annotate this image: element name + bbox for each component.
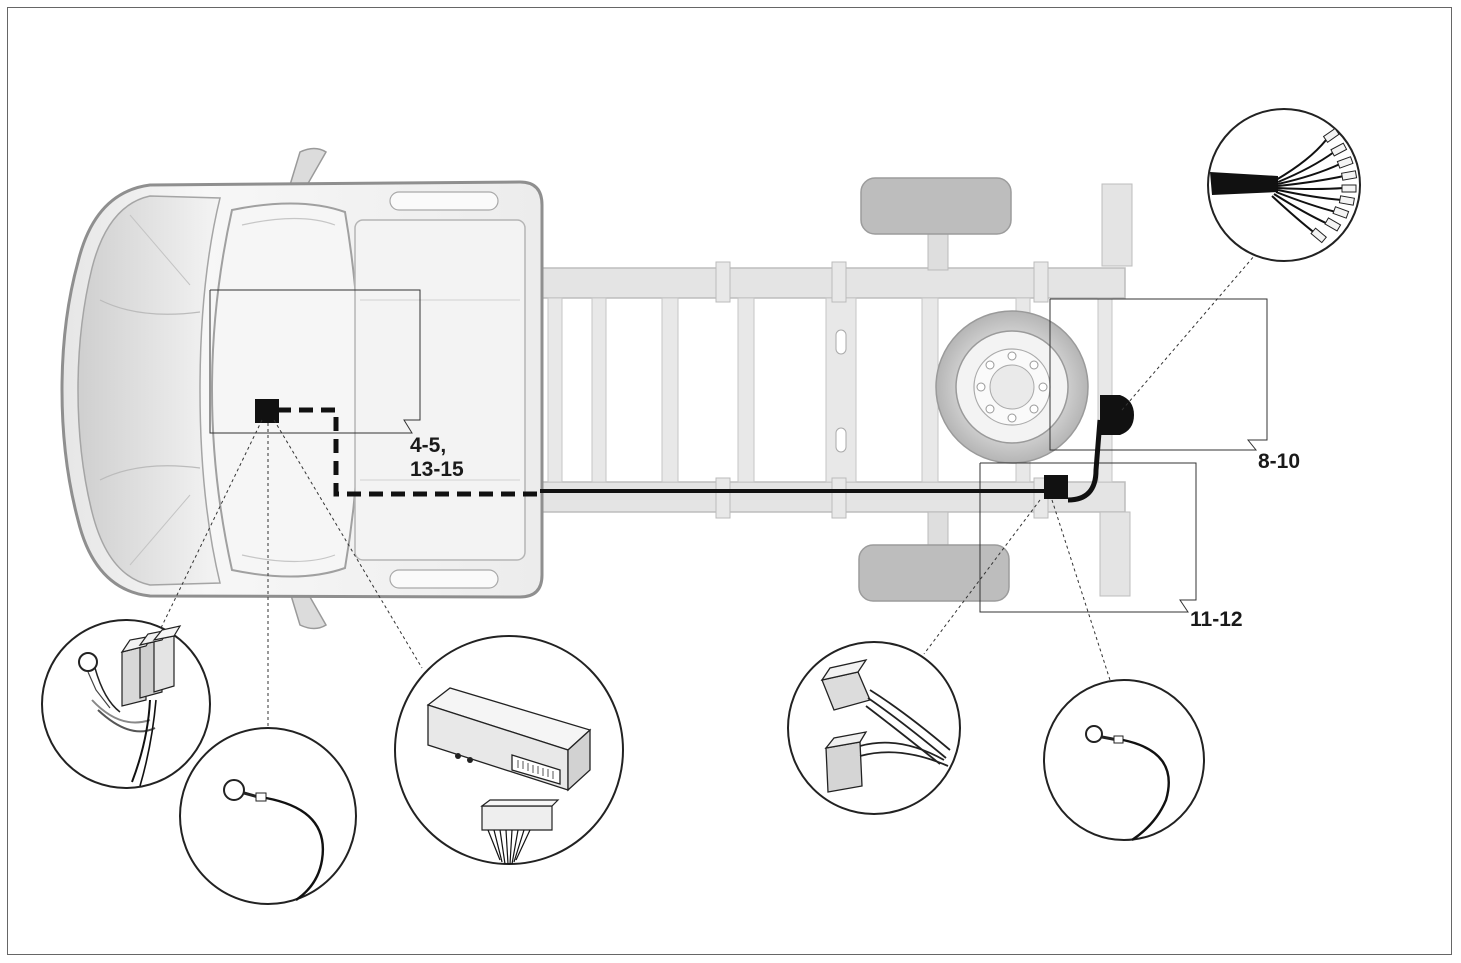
rear-wheels bbox=[858, 177, 1012, 602]
plug-connector-icon bbox=[787, 641, 961, 815]
control-module-marker bbox=[255, 399, 279, 423]
ground-terminal-relay-icon bbox=[41, 619, 211, 789]
spare-wheel bbox=[935, 310, 1089, 464]
label-front-line-1: 4-5, bbox=[410, 434, 447, 457]
label-front-line-2: 13-15 bbox=[410, 458, 464, 481]
callout-brackets bbox=[209, 289, 1268, 613]
vehicle-cab bbox=[60, 147, 544, 630]
trailer-socket-marker bbox=[1100, 395, 1134, 435]
label-front-harness: 4-5, 13-15 bbox=[410, 434, 464, 482]
wiring-harness bbox=[255, 395, 1134, 503]
label-rear-lights: 11-12 bbox=[1190, 608, 1243, 631]
control-module-icon bbox=[394, 635, 624, 865]
wire-bundle-icon bbox=[1207, 108, 1361, 262]
ring-terminal-icon bbox=[179, 727, 357, 905]
rear-connector-marker bbox=[1044, 475, 1068, 499]
leader-lines bbox=[159, 254, 1256, 728]
label-rear-socket: 8-10 bbox=[1258, 450, 1301, 473]
ring-terminal-rear-icon bbox=[1043, 679, 1205, 841]
